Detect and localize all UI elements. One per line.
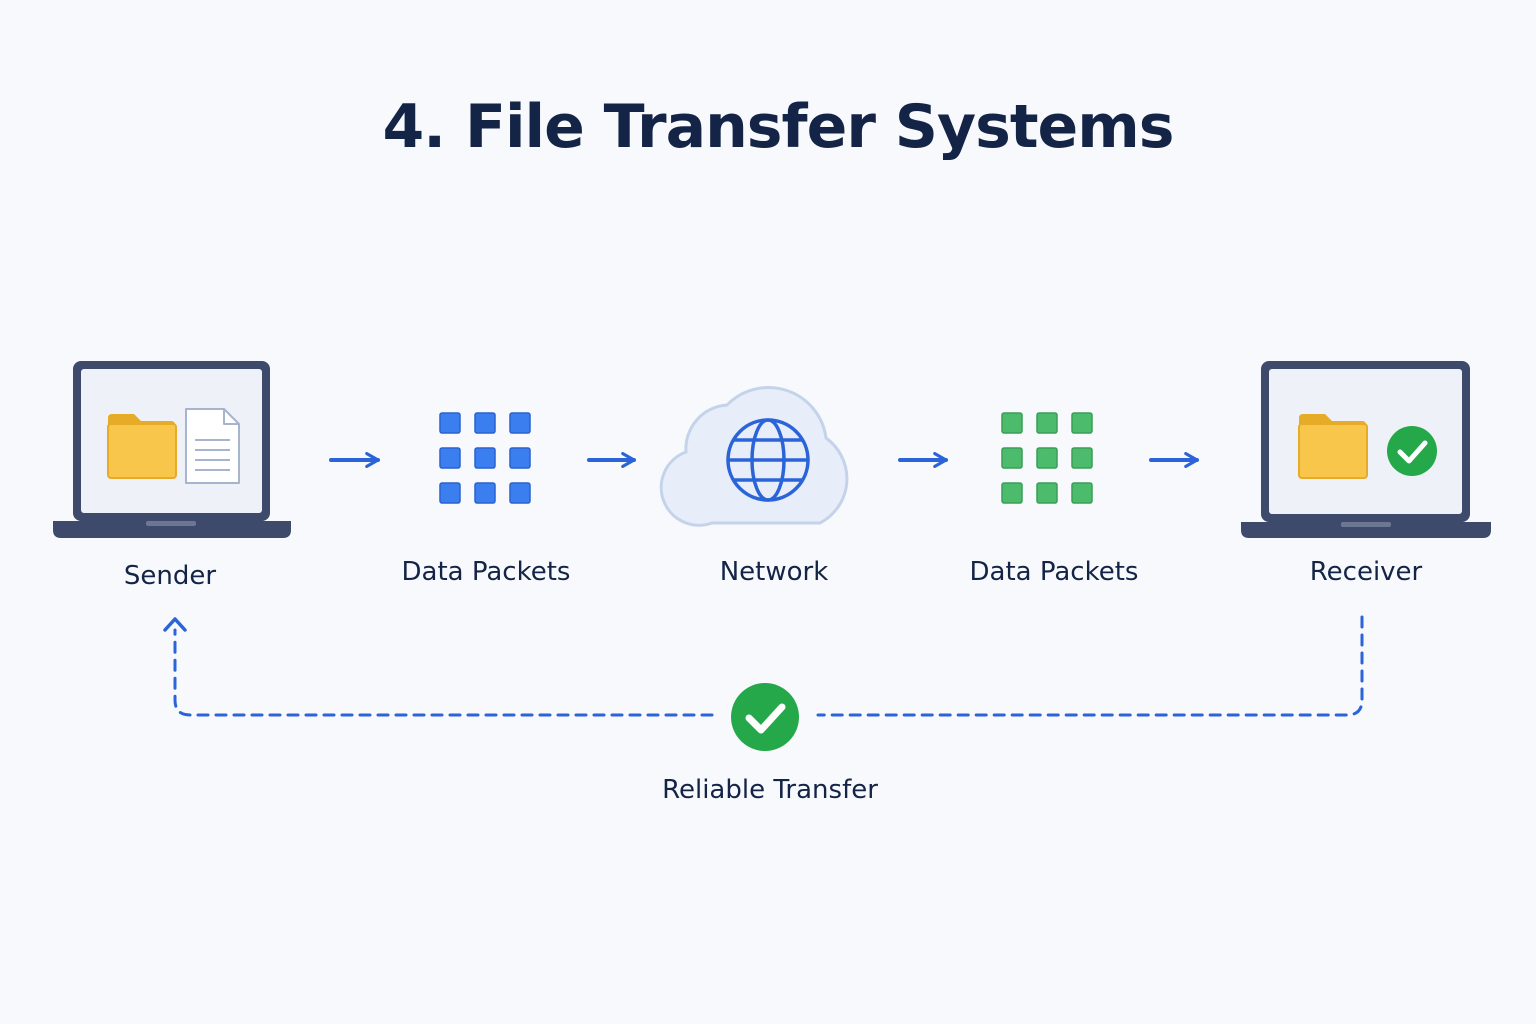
packet-square [1036,482,1058,504]
packet-square [439,447,461,469]
feedback-arrowhead [163,617,187,632]
packet-square [1071,482,1093,504]
receiver-label: Receiver [1309,557,1423,587]
reliable-transfer-label: Reliable Transfer [662,775,878,805]
packet-grid-icon [1001,412,1093,504]
packet-square [439,482,461,504]
folder-icon [1298,414,1368,479]
packet-square [474,482,496,504]
folder-icon [107,414,177,479]
sender-label: Sender [123,561,217,591]
packet-square [474,412,496,434]
packet-square [439,412,461,434]
check-circle-icon [1387,426,1437,476]
packet-square [474,447,496,469]
packet-square [1071,447,1093,469]
packet-square [1001,412,1023,434]
packet-grid-icon [439,412,531,504]
feedback-loop-path [173,615,1364,717]
page-title: 4. File Transfer Systems [382,92,1175,162]
packet-square [1071,412,1093,434]
cloud-icon [659,386,849,527]
packet-square [509,412,531,434]
packets-in-label: Data Packets [969,557,1139,587]
globe-icon [726,418,810,502]
network-label: Network [719,557,829,587]
packet-square [1036,447,1058,469]
packet-square [509,447,531,469]
packet-square [1036,412,1058,434]
packet-square [1001,447,1023,469]
check-circle-icon [731,683,799,751]
packets-out-label: Data Packets [401,557,571,587]
packet-square [509,482,531,504]
document-icon [185,408,240,484]
packet-square [1001,482,1023,504]
